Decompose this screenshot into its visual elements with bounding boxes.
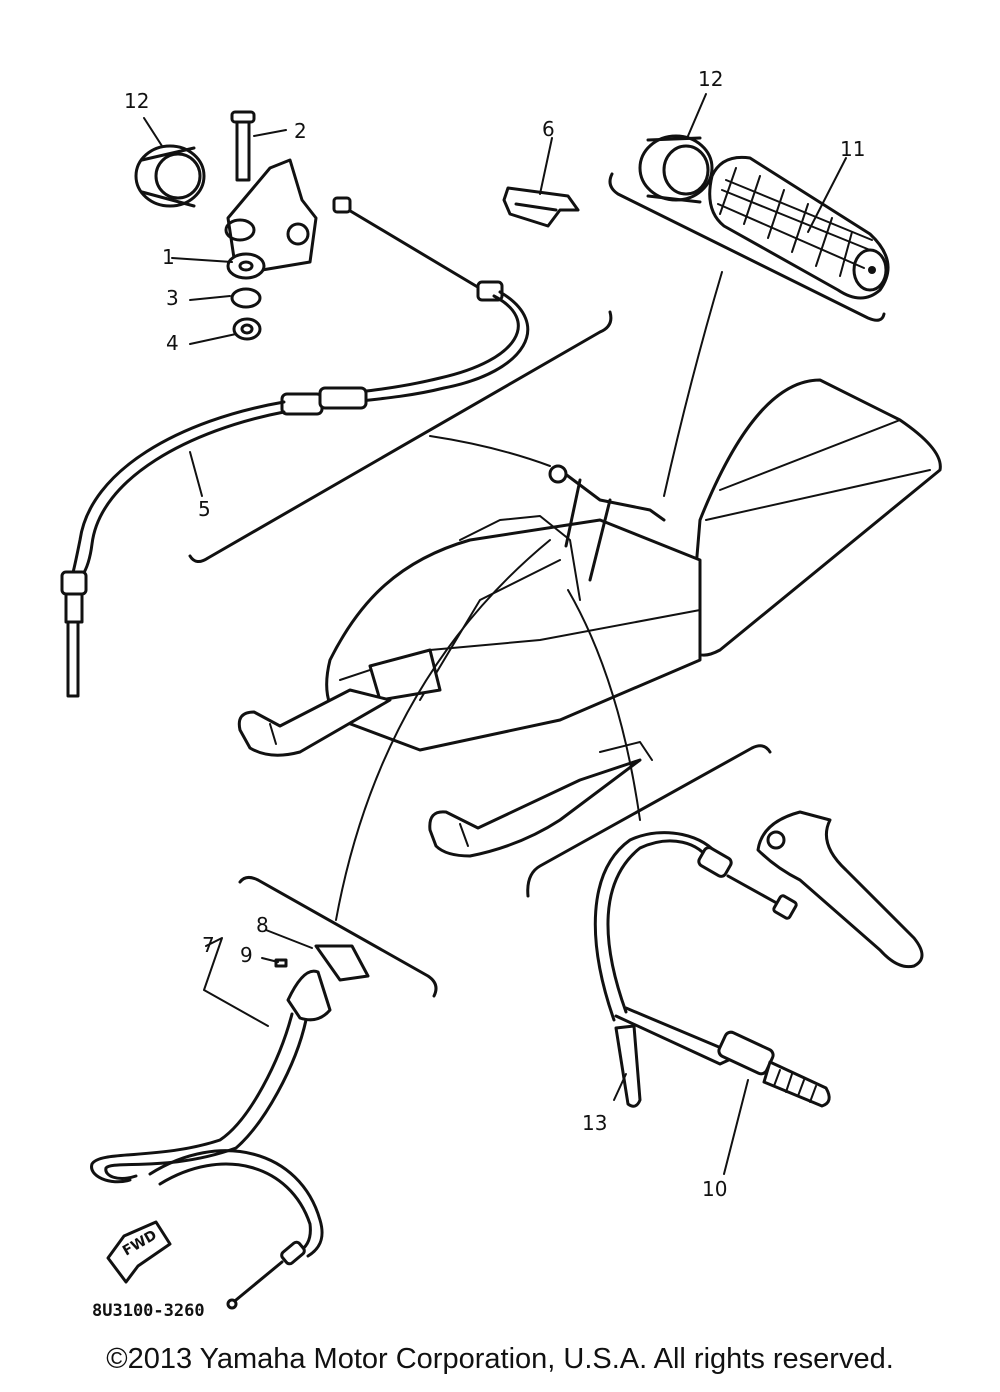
group-bracket-choke <box>238 875 438 998</box>
callout-2: 2 <box>294 119 307 143</box>
callout-13: 13 <box>582 1111 607 1135</box>
group-bracket-brake <box>526 744 772 898</box>
lock-washer <box>230 287 262 309</box>
callout-1: 1 <box>162 245 175 269</box>
callout-10: 10 <box>702 1177 727 1201</box>
handlebar-grip <box>708 155 890 300</box>
copyright-notice: ©2013 Yamaha Motor Corporation, U.S.A. A… <box>106 1343 894 1375</box>
callout-5: 5 <box>198 497 211 521</box>
callout-6: 6 <box>542 117 555 141</box>
leader-grip <box>663 271 723 497</box>
bolt <box>230 110 256 182</box>
callout-4: 4 <box>166 331 179 355</box>
washer <box>226 252 266 280</box>
leader-lower-right <box>567 589 641 821</box>
brake-lever <box>756 810 924 969</box>
choke-cable <box>90 937 370 1310</box>
callout-9: 9 <box>240 943 253 967</box>
grip-end-ring-right <box>638 134 714 204</box>
callout-3: 3 <box>166 286 179 310</box>
fwd-arrow-icon: FWD <box>106 1220 172 1284</box>
callout-11: 11 <box>840 137 865 161</box>
callout-7: 7 <box>202 933 215 957</box>
cable-tie <box>614 1024 642 1108</box>
leader-cable <box>429 435 551 467</box>
callout-12-left: 12 <box>124 89 149 113</box>
callout-12-right: 12 <box>698 67 723 91</box>
nut <box>232 317 262 341</box>
leader-lower-left <box>335 539 551 921</box>
cable-clip <box>502 186 580 228</box>
throttle-cable <box>60 196 530 698</box>
grip-end-ring-left <box>134 144 206 208</box>
group-bracket-grip <box>608 172 886 322</box>
snowmobile <box>237 378 942 858</box>
brake-cable <box>593 831 831 1108</box>
diagram-code: 8U3100-3260 <box>92 1301 205 1321</box>
group-bracket-cable <box>188 310 613 563</box>
callout-leaders <box>143 93 847 1175</box>
callout-8: 8 <box>256 913 269 937</box>
